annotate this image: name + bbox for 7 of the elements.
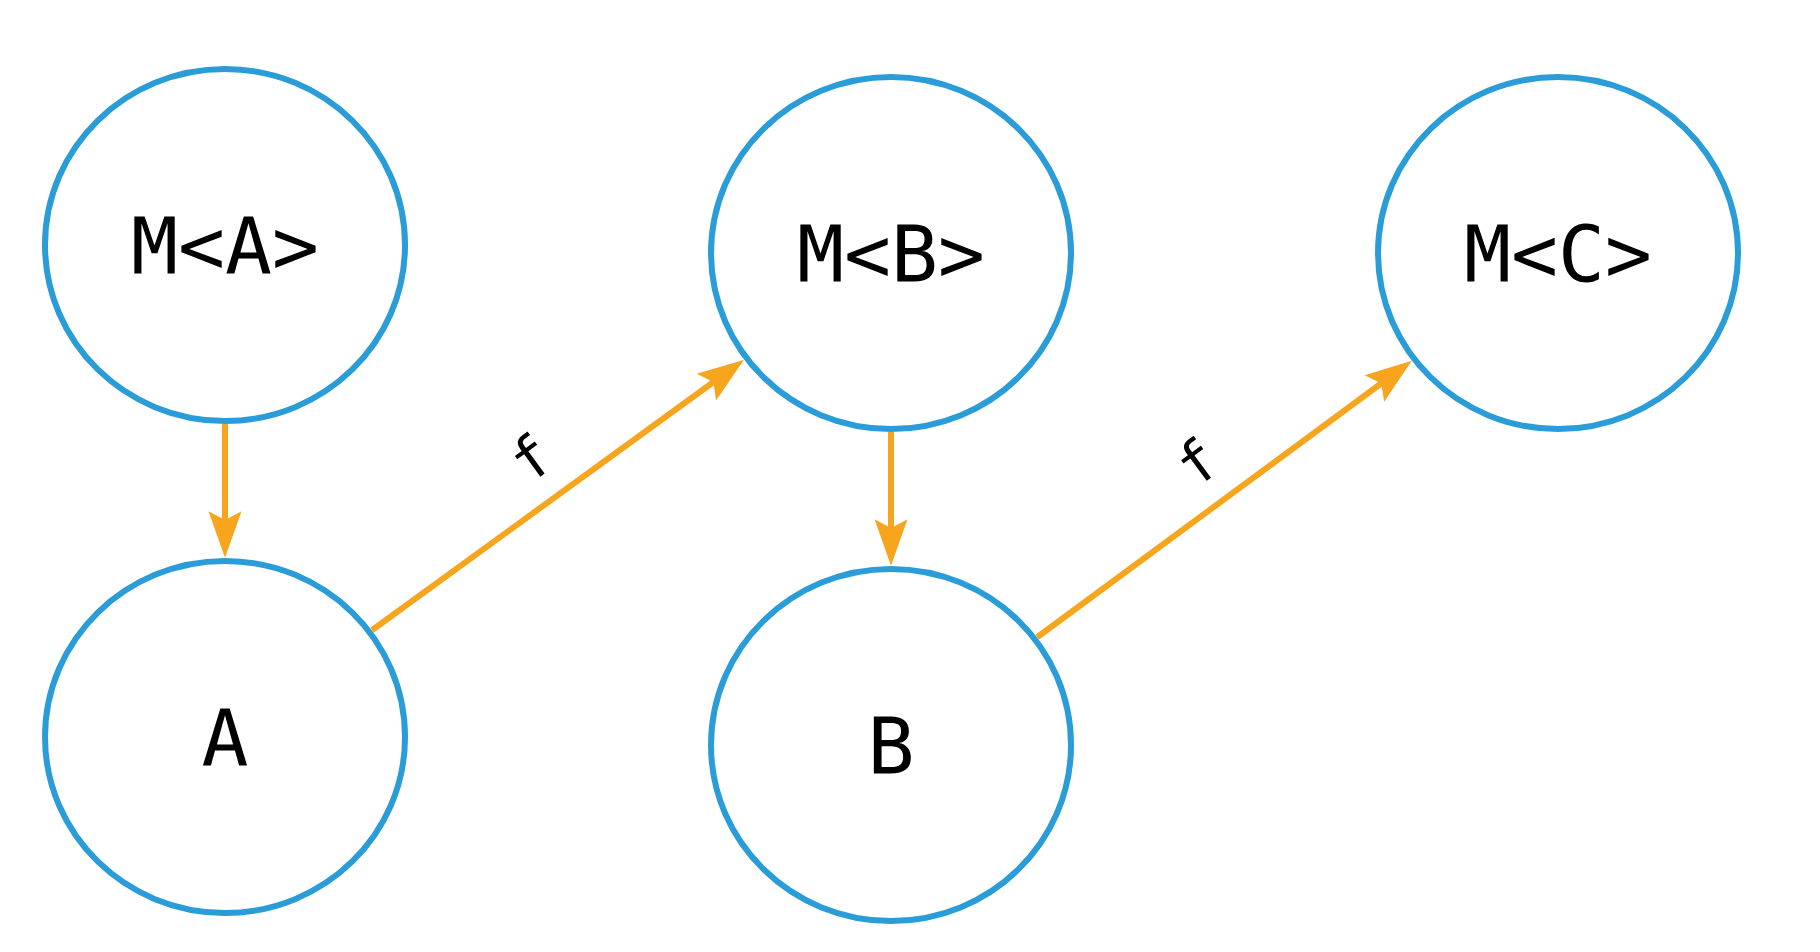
circle-node: B [708, 566, 1074, 924]
circle-node: M<B> [708, 74, 1074, 432]
circle-node: M<C> [1375, 74, 1741, 432]
edge-label: f [499, 424, 562, 490]
circle-node: A [42, 558, 408, 916]
circle-node: M<A> [42, 66, 408, 424]
edge-label: f [1165, 428, 1228, 494]
